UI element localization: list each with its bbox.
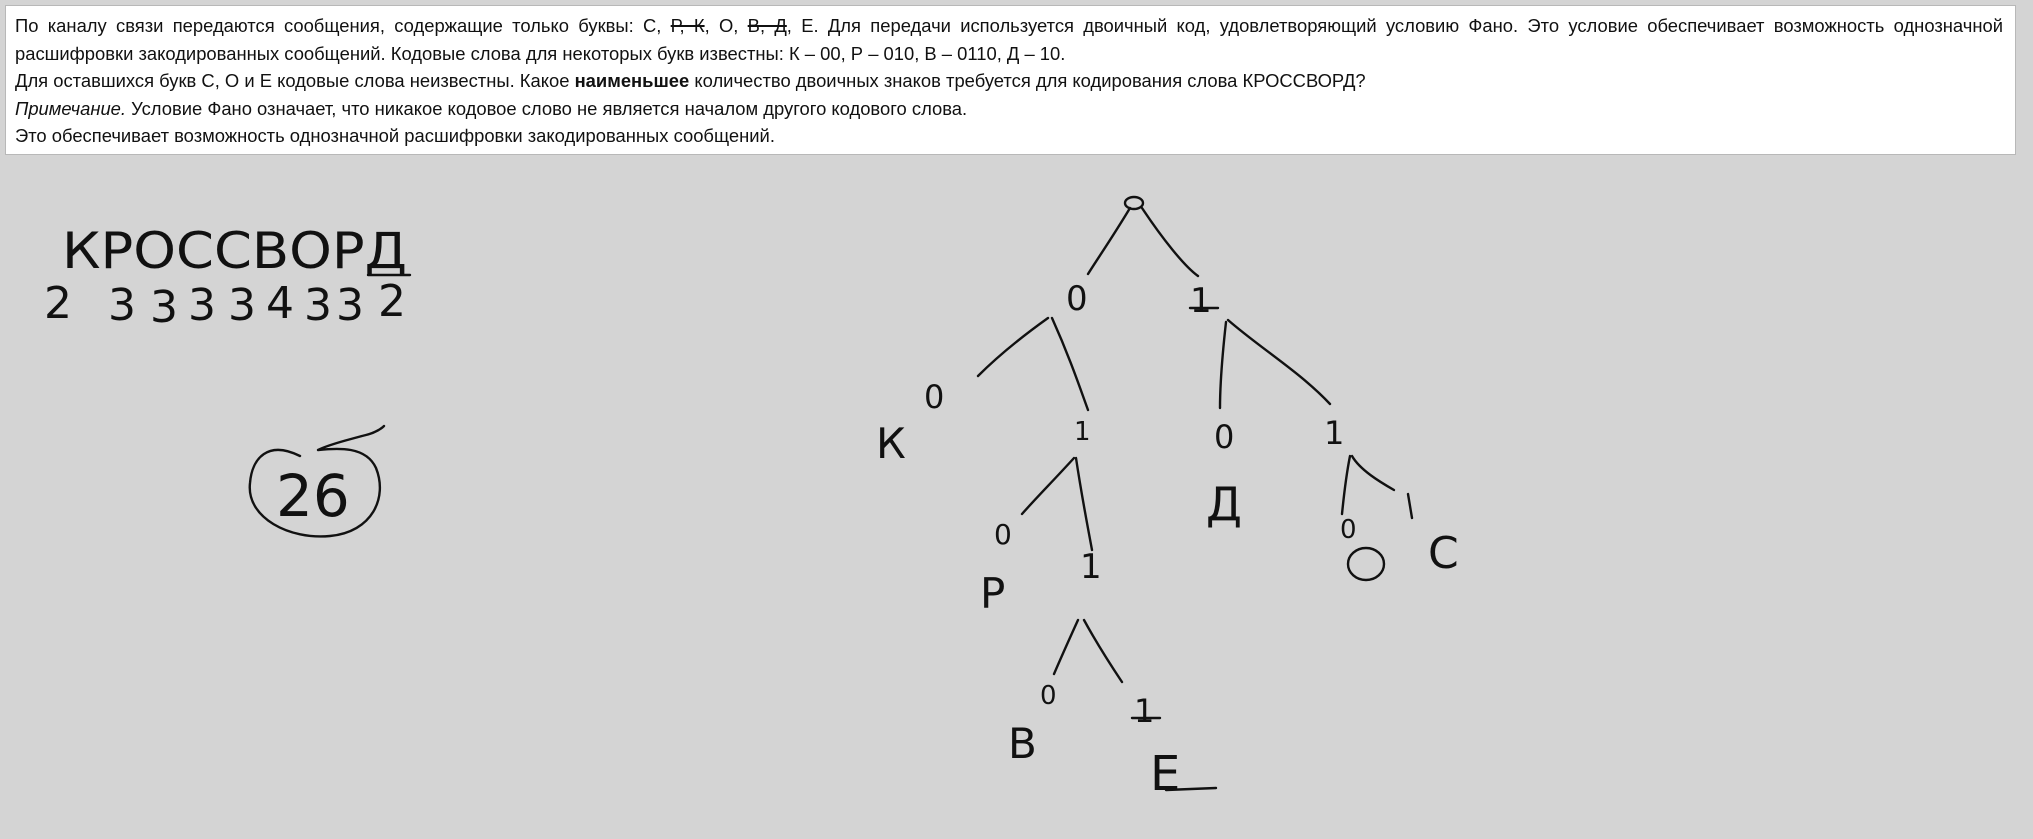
note-label: Примечание. xyxy=(15,97,127,119)
struck-letters-2: В, Д xyxy=(747,15,787,36)
task-panel: По каналу связи передаются сообщения, со… xyxy=(5,5,2016,155)
tree-edge xyxy=(1218,320,1228,410)
leaf-letter: К xyxy=(876,419,906,468)
tree-label: 0 xyxy=(924,378,944,416)
task-text: , Е. Для передачи используется двоичный … xyxy=(786,15,2003,36)
whiteboard-drawing: КРОССВОРД 2 3 3 3 3 4 3 3 2 26 0 0 1 0 xyxy=(44,195,1459,802)
leaf-letter: Д xyxy=(1206,477,1242,531)
struck-letters-1: Р, К xyxy=(670,15,705,36)
count-digit: 2 xyxy=(44,278,72,329)
answer-value: 26 xyxy=(276,462,350,530)
task-note: Примечание. Условие Фано означает, что н… xyxy=(15,95,2003,123)
tree-label: 0 xyxy=(1214,418,1234,456)
tree-label: 1 xyxy=(1074,417,1091,447)
tree-label: 1 xyxy=(1080,547,1102,587)
tree-edge xyxy=(1020,456,1076,516)
task-note-2: Это обеспечивает возможность однозначной… xyxy=(15,125,775,146)
task-line-2: расшифровки закодированных сообщений. Ко… xyxy=(15,42,1066,64)
count-digit: 2 xyxy=(378,276,406,327)
task-text: По каналу связи передаются сообщения, со… xyxy=(15,15,671,36)
tree-label: 1 xyxy=(1324,414,1344,452)
tree-label: 0 xyxy=(1066,279,1088,319)
task-text: количество двоичных знаков требуется для… xyxy=(689,70,1366,91)
tree-label: 0 xyxy=(1340,515,1357,545)
tree-edge xyxy=(1350,454,1396,492)
leaf-letter-O xyxy=(1346,546,1386,582)
tree-edge xyxy=(1340,454,1352,516)
handwritten-word: КРОССВОРД xyxy=(62,222,407,280)
tree-label: 0 xyxy=(994,518,1012,551)
tree-edge xyxy=(1052,618,1080,676)
count-digit: 3 xyxy=(304,280,332,331)
tree-edge xyxy=(1086,206,1132,276)
tree-label: 1 xyxy=(1190,281,1212,321)
note-text: Условие Фано означает, что никакое кодов… xyxy=(126,97,968,119)
tree-edge xyxy=(1226,318,1332,406)
task-question: Для оставшихся букв С, О и Е кодовые сло… xyxy=(15,67,2003,95)
letter-counts: 2 3 3 3 3 4 3 3 2 xyxy=(44,276,406,333)
task-text: Для оставшихся букв С, О и Е кодовые сло… xyxy=(15,70,575,91)
count-digit: 3 xyxy=(108,280,136,331)
leaf-letter: Е xyxy=(1150,746,1180,802)
tree-label: 0 xyxy=(1040,681,1057,711)
tree-edge xyxy=(1082,618,1124,684)
tree-edge xyxy=(1140,206,1200,278)
tree-root xyxy=(1123,195,1145,211)
task-text: , О, xyxy=(704,15,748,36)
count-digit: 3 xyxy=(150,282,178,333)
whiteboard-canvas[interactable]: КРОССВОРД 2 3 3 3 3 4 3 3 2 26 0 0 1 0 xyxy=(0,158,2033,839)
answer-circle xyxy=(248,424,386,538)
count-digit: 3 xyxy=(228,280,256,331)
tree-edge xyxy=(1050,316,1090,412)
tree-label: 1 xyxy=(1134,692,1154,730)
fano-tree: 0 0 1 0 К 1 0 1 Д 0 Р 1 0 1 xyxy=(876,195,1459,802)
task-line-1: По каналу связи передаются сообщения, со… xyxy=(15,12,2003,40)
leaf-letter: В xyxy=(1008,719,1037,768)
leaf-letter: С xyxy=(1428,528,1459,579)
underline-stroke xyxy=(1164,786,1218,792)
count-digit: 3 xyxy=(188,280,216,331)
tree-edge xyxy=(976,316,1050,378)
tree-edge xyxy=(1406,492,1414,520)
count-digit: 3 xyxy=(336,280,364,331)
leaf-letter: Р xyxy=(980,569,1005,618)
emphasis-word: наименьшее xyxy=(574,70,690,91)
count-digit: 4 xyxy=(266,278,294,329)
tree-edge xyxy=(1074,456,1094,552)
